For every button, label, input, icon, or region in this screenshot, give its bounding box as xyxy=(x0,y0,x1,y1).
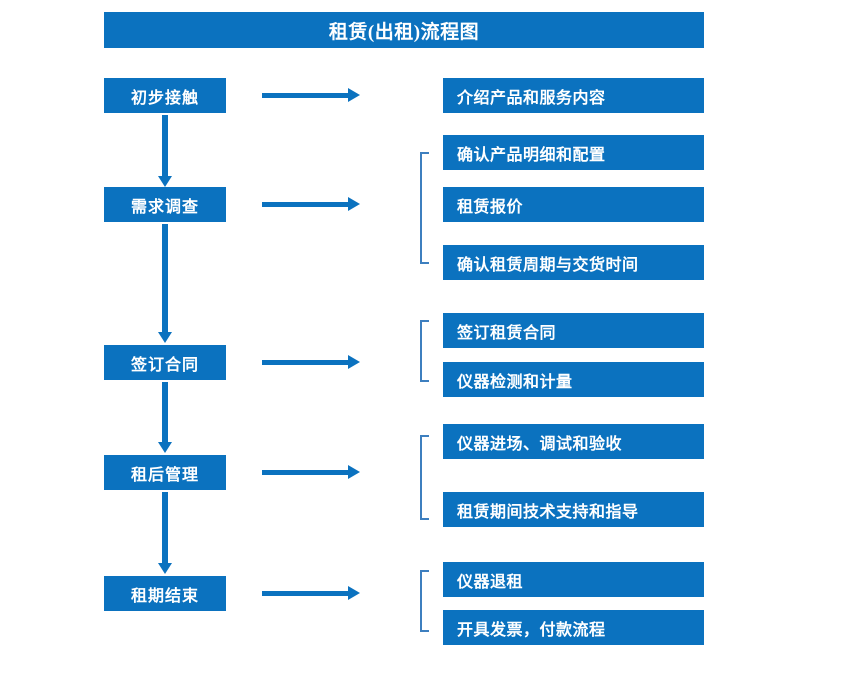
horizontal-arrow-3 xyxy=(262,355,360,369)
stage-node-租后管理[interactable]: 租后管理 xyxy=(104,455,226,490)
detail-node-租赁期间技术支持和指导[interactable]: 租赁期间技术支持和指导 xyxy=(443,492,704,527)
vertical-arrow-4 xyxy=(158,492,172,574)
horizontal-arrow-1 xyxy=(262,88,360,102)
horizontal-arrow-4 xyxy=(262,465,360,479)
detail-node-开具发票付款流程[interactable]: 开具发票，付款流程 xyxy=(443,610,704,645)
detail-node-仪器进场调试和验收[interactable]: 仪器进场、调试和验收 xyxy=(443,424,704,459)
vertical-arrow-3 xyxy=(158,382,172,453)
stage-node-租期结束[interactable]: 租期结束 xyxy=(104,576,226,611)
horizontal-arrow-5 xyxy=(262,586,360,600)
horizontal-arrow-2 xyxy=(262,197,360,211)
vertical-arrow-1 xyxy=(158,115,172,187)
vertical-arrow-2 xyxy=(158,224,172,343)
group-bracket-需求调查 xyxy=(420,152,429,264)
stage-node-需求调查[interactable]: 需求调查 xyxy=(104,187,226,222)
detail-node-确认租赁周期与交货时间[interactable]: 确认租赁周期与交货时间 xyxy=(443,245,704,280)
detail-node-租赁报价[interactable]: 租赁报价 xyxy=(443,187,704,222)
detail-node-签订租赁合同[interactable]: 签订租赁合同 xyxy=(443,313,704,348)
group-bracket-租期结束 xyxy=(420,570,429,632)
group-bracket-租后管理 xyxy=(420,435,429,520)
page-title: 租赁(出租)流程图 xyxy=(104,12,704,48)
stage-node-签订合同[interactable]: 签订合同 xyxy=(104,345,226,380)
group-bracket-签订合同 xyxy=(420,320,429,382)
stage-node-初步接触[interactable]: 初步接触 xyxy=(104,78,226,113)
detail-node-仪器退租[interactable]: 仪器退租 xyxy=(443,562,704,597)
detail-node-介绍产品和服务内容[interactable]: 介绍产品和服务内容 xyxy=(443,78,704,113)
detail-node-确认产品明细和配置[interactable]: 确认产品明细和配置 xyxy=(443,135,704,170)
detail-node-仪器检测和计量[interactable]: 仪器检测和计量 xyxy=(443,362,704,397)
